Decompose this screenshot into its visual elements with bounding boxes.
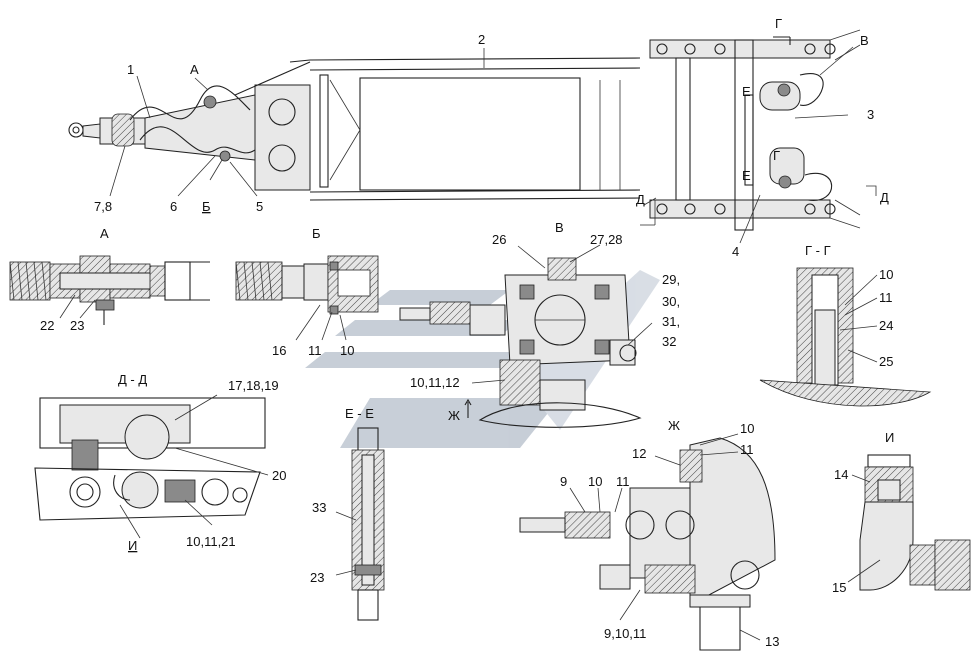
section-g-g-callout-10: 10	[879, 267, 893, 282]
section-g-g-callout-11: 11	[879, 290, 893, 305]
mark-e-bot: Е	[742, 168, 751, 183]
section-i-title: И	[885, 430, 894, 445]
callout-1: 1	[127, 62, 134, 77]
callout-3: 3	[867, 107, 874, 122]
callout-2: 2	[478, 32, 485, 47]
section-zh-callout-12: 12	[632, 446, 646, 461]
mark-d-right: Д	[880, 190, 889, 205]
section-d-d-mark-i: И	[128, 538, 137, 553]
section-b-callout-16: 16	[272, 343, 286, 358]
mark-d-left: Д	[636, 192, 645, 207]
section-v-callout-30: 30,	[662, 294, 680, 309]
section-v-mark-zh: Ж	[448, 408, 460, 423]
callout-5: 5	[256, 199, 263, 214]
section-v-callout-27-28: 27,28	[590, 232, 623, 247]
section-zh-callout-9: 9	[560, 474, 567, 489]
mark-g-mid: Г	[773, 148, 780, 163]
section-v-title: В	[555, 220, 564, 235]
section-d-d-title: Д - Д	[118, 372, 147, 387]
section-v-callout-31: 31,	[662, 314, 680, 329]
main-frame-view	[68, 29, 861, 231]
mark-v: В	[860, 33, 869, 48]
section-i-callout-15: 15	[832, 580, 846, 595]
section-zh-title: Ж	[668, 418, 680, 433]
section-g-g-callout-24: 24	[879, 318, 893, 333]
mark-a: А	[190, 62, 199, 77]
section-b-title: Б	[312, 226, 321, 241]
section-v-callout-29: 29,	[662, 272, 680, 287]
section-i: И 14 15	[832, 430, 971, 595]
section-zh: Ж 10 11 12 9 10 11 9,10,11 13	[519, 418, 779, 651]
section-g-g-callout-25: 25	[879, 354, 893, 369]
callout-4: 4	[732, 244, 739, 259]
section-i-callout-14: 14	[834, 467, 848, 482]
section-d-d: Д - Д 17,18,19 20 10,11,21 И	[34, 372, 286, 553]
section-zh-callout-10-top: 10	[740, 421, 754, 436]
section-a: А 22 23	[9, 226, 210, 333]
main-view-leaders	[109, 36, 854, 244]
section-a-callout-22: 22	[40, 318, 54, 333]
section-d-d-callout-10-11-21: 10,11,21	[186, 534, 236, 549]
section-e-e-callout-33: 33	[312, 500, 326, 515]
mark-b: Б	[202, 199, 211, 214]
mark-g-top: Г	[775, 16, 782, 31]
section-v-callout-10-11-12: 10,11,12	[410, 375, 460, 390]
section-b-callout-11: 11	[308, 343, 322, 358]
section-v: В 26 27,28 29, 30, 31, 32 10,11,12 Ж	[399, 220, 680, 428]
section-zh-callout-9-10-11: 9,10,11	[604, 626, 646, 641]
section-a-title: А	[100, 226, 109, 241]
section-e-e: Е - Е 33 23	[310, 406, 385, 621]
section-zh-callout-11-mid: 11	[616, 474, 630, 489]
section-zh-callout-11-top: 11	[740, 442, 754, 457]
section-zh-callout-13: 13	[765, 634, 779, 649]
section-e-e-callout-23: 23	[310, 570, 324, 585]
section-g-g-title: Г - Г	[805, 243, 831, 258]
section-d-d-callout-20: 20	[272, 468, 286, 483]
section-zh-callout-10-mid: 10	[588, 474, 602, 489]
mark-e-top: Е	[742, 84, 751, 99]
callout-6: 6	[170, 199, 177, 214]
callout-7-8: 7,8	[94, 199, 112, 214]
section-b: Б 16 11 10	[235, 226, 379, 358]
section-v-callout-32: 32	[662, 334, 676, 349]
section-g-g: Г - Г 10 11 24 25	[759, 243, 932, 407]
section-a-callout-23: 23	[70, 318, 84, 333]
section-d-d-callout-17-18-19: 17,18,19	[228, 378, 279, 393]
section-e-e-title: Е - Е	[345, 406, 374, 421]
section-v-callout-26: 26	[492, 232, 506, 247]
section-b-callout-10: 10	[340, 343, 354, 358]
